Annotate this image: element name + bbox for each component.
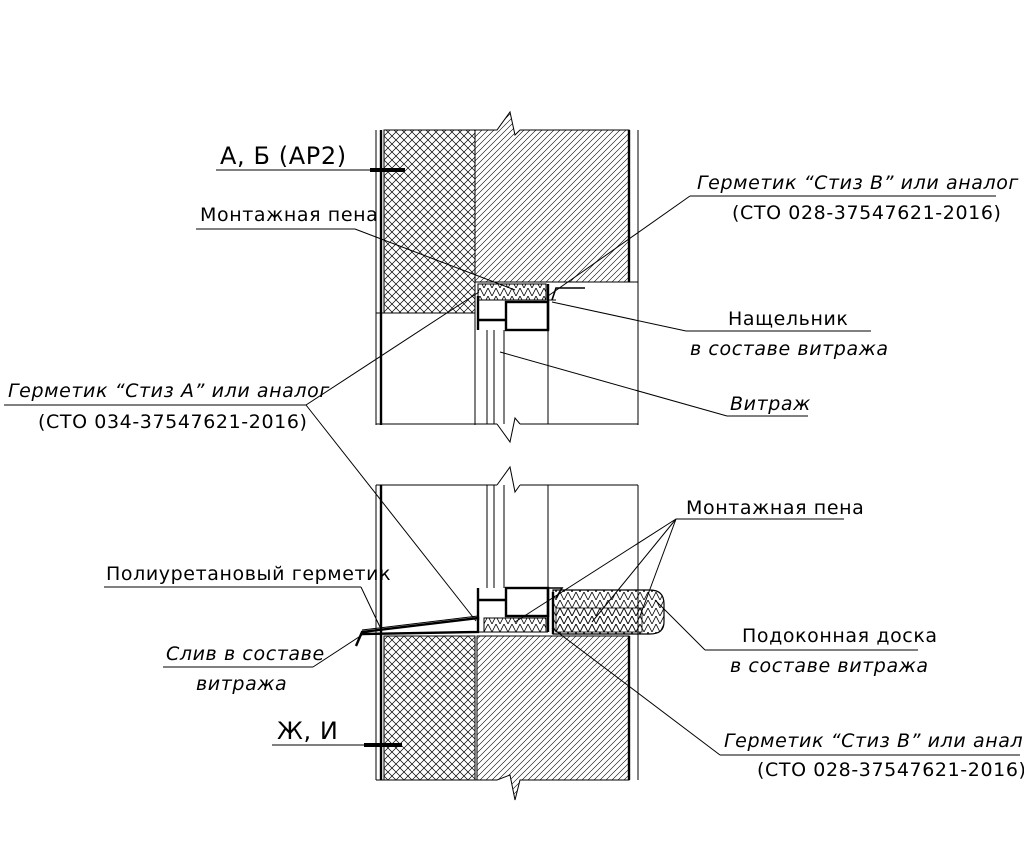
bottom-wall xyxy=(476,635,630,801)
label-drip: Слив в составе xyxy=(166,643,325,665)
leader-lines xyxy=(4,169,1020,756)
label-foam-top: Монтажная пена xyxy=(200,204,378,226)
label-sealant-b-top: Герметик “Стиз В” или аналог xyxy=(697,172,1019,194)
label-glazing: Витраж xyxy=(730,393,811,415)
label-sealant-b-bottom-standard: (СТО 028-37547621-2016) xyxy=(757,759,1024,781)
top-section xyxy=(370,110,639,444)
label-sill-board-2: в составе витража xyxy=(730,655,929,677)
bottom-insulation xyxy=(383,635,476,781)
axis-label-top: А, Б (АР2) xyxy=(220,142,347,170)
label-foam-bottom: Монтажная пена xyxy=(686,497,864,519)
label-sealant-b-bottom: Герметик “Стиз В” или аналог xyxy=(724,730,1024,752)
labels: А, Б (АР2) Монтажная пена Герметик “Стиз… xyxy=(8,142,1024,781)
bottom-section xyxy=(354,465,665,801)
top-insulation xyxy=(383,129,476,314)
top-foam xyxy=(477,283,547,301)
label-sealant-a: Герметик “Стиз А” или аналог xyxy=(8,380,330,402)
label-pu-sealant: Полиуретановый герметик xyxy=(106,563,391,585)
label-sealant-b-top-standard: (СТО 028-37547621-2016) xyxy=(732,202,1002,224)
label-drip-2: витража xyxy=(196,673,287,695)
label-sill-board: Подоконная доска xyxy=(742,625,938,647)
label-cover-strip: Нащельник xyxy=(728,308,849,330)
top-wall xyxy=(474,110,630,283)
bottom-foam xyxy=(483,617,547,633)
axis-label-bottom: Ж, И xyxy=(277,717,338,745)
label-cover-strip-2: в составе витража xyxy=(690,338,889,360)
label-sealant-a-standard: (СТО 034-37547621-2016) xyxy=(38,411,308,433)
